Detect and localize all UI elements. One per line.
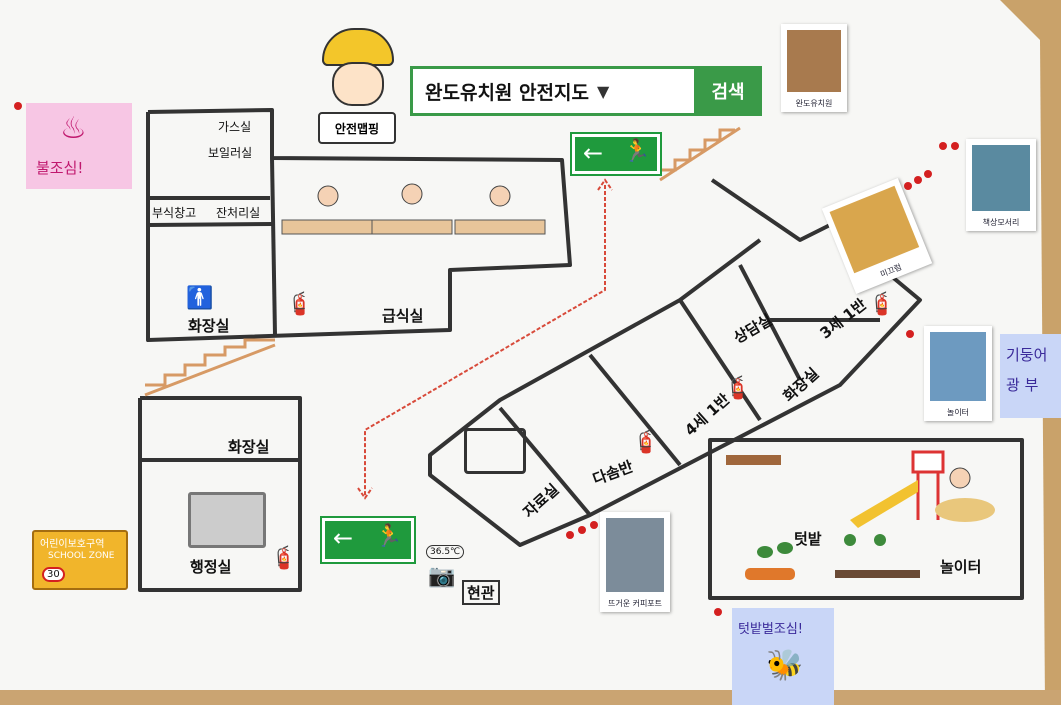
room-waste: 잔처리실 [216, 206, 261, 220]
room-boiler: 보일러실 [208, 146, 253, 160]
exit-sign-top: ← 🏃 [570, 132, 662, 176]
evacuation-route [357, 178, 613, 500]
admin-block-wall [138, 396, 302, 592]
photo-4: 놀이터 [924, 326, 992, 421]
exit-sign-bottom: ← 🏃 [320, 516, 416, 564]
photo-caption: 완도유치원 [795, 99, 833, 108]
fire-extinguisher-icon: 🧯 [286, 292, 314, 317]
room-garden: 텃밭 [794, 530, 822, 548]
child-icon [401, 183, 423, 205]
child-icon [317, 185, 339, 207]
photo-1: 완도유치원 [781, 24, 847, 112]
room-entrance: 현관 [462, 580, 500, 605]
fire-drawing-icon: ♨ [60, 111, 87, 146]
room-admin: 행정실 [190, 558, 232, 576]
hard-hat-icon [322, 28, 394, 66]
speed-limit-sign: 30 [42, 567, 65, 582]
bee-caution-text: 텃밭벌조심! [738, 622, 804, 637]
fire-extinguisher-icon: 🧯 [632, 430, 660, 455]
monitor-icon [464, 428, 526, 474]
running-person-icon: 🏃 [623, 139, 651, 164]
child-icon [489, 185, 511, 207]
pillar-caution-note: 기둥어 광 부 [1000, 334, 1061, 418]
computer-icon [188, 492, 266, 548]
room-restroom-left: 화장실 [228, 438, 270, 456]
toilet-icon: 🚹 [186, 285, 213, 311]
room-restroom-top: 화장실 [188, 317, 230, 335]
school-zone-korean: 어린이보호구역 [40, 539, 105, 550]
running-person-icon: 🏃 [375, 524, 403, 549]
arrow-left-icon: ← [583, 139, 604, 167]
school-zone-english: SCHOOL ZONE [48, 551, 115, 561]
mascot-sign: 안전맵핑 [318, 112, 396, 144]
photo-caption: 책상모서리 [982, 218, 1020, 227]
pillar-note-line1: 기둥어 [1006, 346, 1048, 364]
outdoor-area-wall [708, 438, 1024, 600]
search-button[interactable]: 검색 [694, 66, 762, 116]
arrow-left-icon: ← [333, 524, 354, 552]
room-gas: 가스실 [218, 120, 252, 134]
photo-caption: 뜨거운 커피포트 [607, 599, 663, 608]
fire-caution-text: 불조심! [36, 159, 84, 177]
mascot: 안전맵핑 [318, 28, 396, 154]
photo-5: 뜨거운 커피포트 [600, 512, 670, 612]
map-title-bar: 완도유치원 안전지도 ▼ 검색 [410, 66, 762, 116]
fire-extinguisher-icon: 🧯 [724, 376, 752, 401]
map-title: 완도유치원 안전지도 [425, 81, 589, 104]
school-zone-sign: 어린이보호구역 SCHOOL ZONE 30 [32, 530, 128, 590]
thermal-camera-icon: 📷 [428, 564, 456, 589]
pillar-note-line2: 광 부 [1006, 376, 1039, 394]
bee-caution-note: 텃밭벌조심! 🐝 [732, 608, 834, 705]
fire-caution-note: ♨ 불조심! [26, 103, 132, 189]
kitchen-block-wall [146, 108, 572, 342]
room-playground: 놀이터 [940, 558, 982, 576]
mascot-face [332, 62, 384, 106]
classroom-wing-wall [428, 178, 922, 547]
fire-extinguisher-icon: 🧯 [270, 546, 298, 571]
photo-2: 책상모서리 [966, 139, 1036, 231]
temperature-label: 36.5℃ [426, 545, 465, 559]
photo-caption: 놀이터 [946, 408, 970, 417]
triangle-down-icon[interactable]: ▼ [596, 81, 610, 101]
fire-extinguisher-icon: 🧯 [868, 292, 896, 317]
room-cafeteria: 급식실 [382, 307, 424, 325]
room-storage: 부식창고 [152, 206, 197, 220]
bench-icon [726, 455, 781, 465]
bee-icon: 🐝 [766, 648, 804, 683]
mascot-label: 안전맵핑 [334, 121, 380, 136]
